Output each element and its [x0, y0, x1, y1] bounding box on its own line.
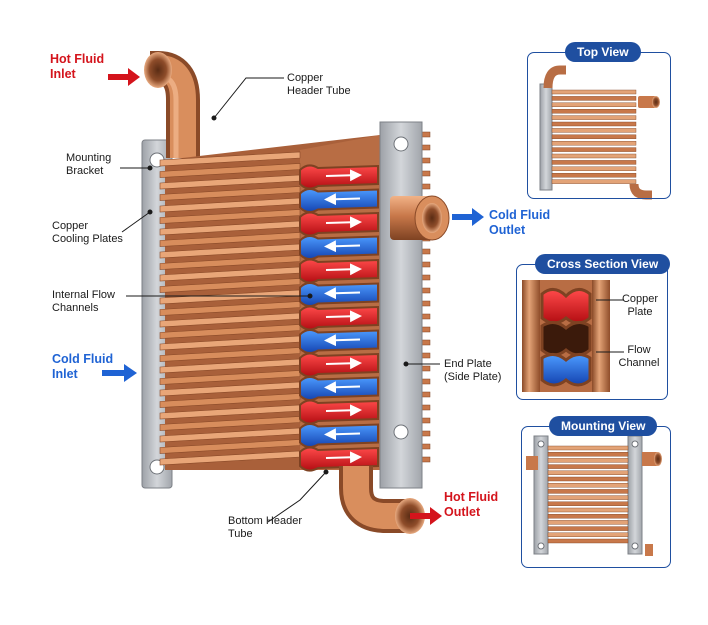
bottom-header-tube-label: Bottom Header Tube	[228, 515, 302, 540]
top-view-plate	[551, 153, 637, 159]
mounting-view-plate	[547, 483, 629, 488]
cooling-plate	[159, 370, 301, 385]
cold-fluid-inlet-label: Cold Fluid Inlet	[52, 352, 114, 381]
top-view-plate	[551, 179, 637, 184]
mounting-view-plate	[547, 538, 629, 544]
cross-section-panel	[516, 264, 668, 400]
hot-fluid-inlet-label: Hot Fluid Inlet	[50, 52, 105, 81]
cooling-plate	[159, 439, 301, 454]
top-view-title: Top View	[565, 42, 641, 62]
cooling-plate	[159, 151, 301, 167]
hot-flow-channel	[299, 446, 379, 472]
mounting-view-plate	[547, 470, 629, 475]
hot-inlet-arrow	[108, 68, 140, 86]
mounting-view-plate	[547, 532, 629, 537]
internal-flow-channels-label: Internal Flow Channels	[52, 289, 115, 314]
mounting-view-plate	[547, 501, 629, 506]
cold-inlet-arrow	[102, 364, 137, 382]
end-plate-label: End Plate (Side Plate)	[444, 358, 502, 383]
cold-outlet-arrow	[452, 208, 484, 226]
mounting-bracket-label: Mounting Bracket	[66, 152, 112, 177]
mounting-view-panel	[521, 426, 671, 568]
cold-flow-channel	[299, 234, 379, 261]
mounting-view-plate	[547, 445, 629, 451]
hot-flow-channel	[299, 258, 379, 284]
cold-flow-channel	[299, 422, 379, 449]
leader-lines	[120, 77, 440, 523]
hot-flow-channel	[299, 164, 379, 190]
cold-flow-channel	[299, 187, 379, 214]
cooling-plate	[159, 393, 301, 408]
hot-flow-channel	[299, 399, 379, 425]
bottom-header-tube	[339, 466, 425, 534]
top-view-plate	[551, 128, 637, 133]
mounting-view-plate	[547, 495, 629, 500]
copper-cooling-plates	[159, 151, 301, 466]
hot-fluid-outlet-label: Hot Fluid Outlet	[444, 490, 499, 519]
mounting-view-plate	[547, 489, 629, 494]
cooling-plate	[159, 301, 301, 316]
mounting-view-plate	[547, 526, 629, 531]
top-view-plate	[551, 166, 637, 172]
cooling-plate	[159, 347, 301, 362]
cooling-plate	[159, 232, 301, 247]
cooling-plate	[159, 324, 301, 339]
top-view-plate	[551, 89, 637, 95]
top-view-plate	[551, 121, 637, 127]
top-view-plate	[551, 172, 637, 178]
cross-section-illustration	[522, 280, 624, 392]
top-view-panel	[527, 52, 671, 199]
mounting-view-plate	[547, 514, 629, 519]
top-view-plate	[551, 134, 637, 140]
cooling-plate	[159, 416, 301, 431]
hot-flow-channel	[299, 305, 379, 331]
cooling-plate	[159, 209, 301, 224]
top-header-tube	[144, 51, 200, 158]
mounting-view-plate	[547, 464, 629, 469]
mounting-view-plate	[547, 476, 629, 482]
hot-flow-channel	[299, 211, 379, 237]
cold-flow-channel	[299, 281, 379, 308]
top-view-plate	[551, 96, 637, 101]
top-view-plate	[551, 115, 637, 120]
copper-header-tube-label: Copper Header Tube	[287, 72, 351, 97]
hot-outlet-arrow	[410, 507, 442, 525]
mounting-view-illustration	[526, 435, 662, 556]
cooling-plate	[159, 278, 301, 293]
cold-flow-channel	[299, 328, 379, 355]
top-view-plate	[551, 140, 637, 146]
cross-section-title: Cross Section View	[535, 254, 671, 274]
cold-flow-channel	[299, 375, 379, 402]
mounting-view-title: Mounting View	[549, 416, 658, 436]
copper-plate-label: Copper Plate	[621, 293, 659, 318]
mounting-view-plate	[547, 458, 629, 463]
cold-fluid-outlet-label: Cold Fluid Outlet	[489, 208, 551, 237]
cooling-plate	[159, 255, 301, 270]
mounting-view-plate	[547, 520, 629, 525]
top-view-plate	[551, 160, 637, 165]
end-plate	[379, 121, 423, 489]
top-view-plate	[551, 147, 637, 152]
top-view-illustration	[539, 65, 660, 200]
top-view-plate	[551, 108, 637, 114]
top-view-plate	[551, 102, 637, 108]
hot-flow-channel	[299, 352, 379, 378]
mounting-view-plate	[547, 452, 629, 457]
internal-flow-channels	[299, 164, 379, 472]
mounting-view-plate	[547, 507, 629, 513]
copper-cooling-plates-label: Copper Cooling Plates	[52, 220, 123, 245]
cold-outlet-pipe	[390, 195, 450, 241]
flow-channel-label: Flow Channel	[618, 344, 660, 369]
